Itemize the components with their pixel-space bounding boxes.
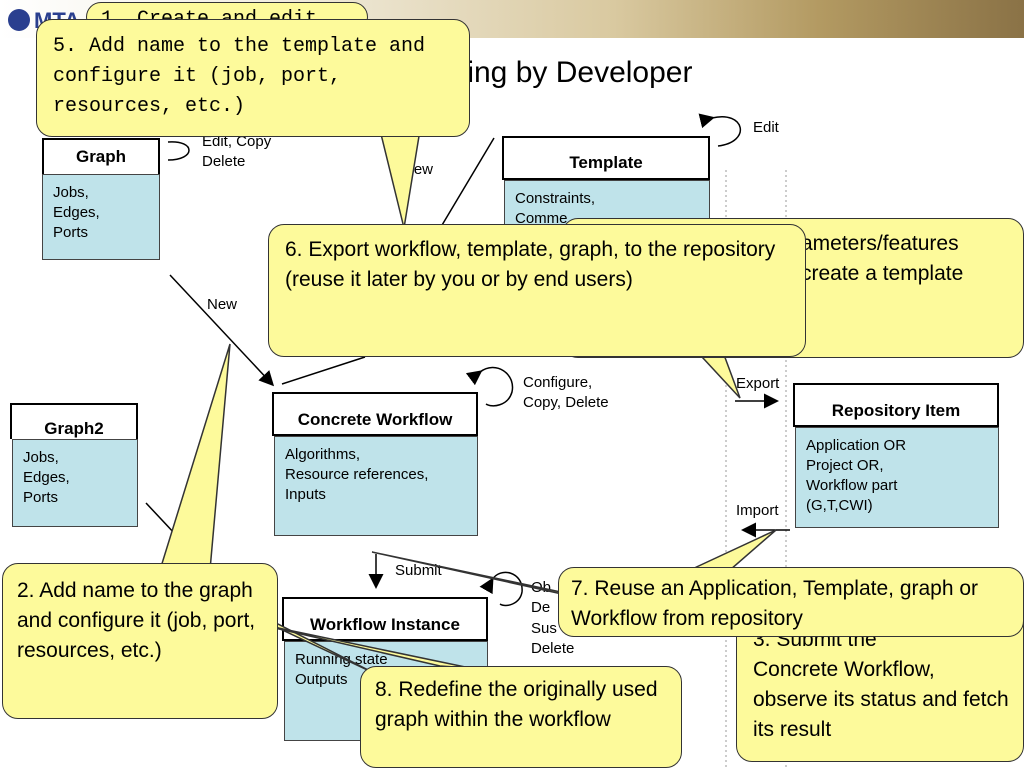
graph-loop-arrow <box>167 141 190 161</box>
concrete-workflow-entity-title: Concrete Workflow <box>272 392 478 436</box>
label-configure-copy-delete: Configure, Copy, Delete <box>523 374 609 411</box>
label-edit-copy-delete: Edit, Copy Delete <box>202 133 272 170</box>
callout-2: 2. Add name to the graph and configure i… <box>2 563 278 719</box>
graph2-entity-title: Graph2 <box>10 403 138 439</box>
label-import: Import <box>736 502 779 519</box>
page-title: lling by Developer <box>454 56 693 89</box>
graph2-entity-body: Jobs, Edges, Ports <box>12 439 138 527</box>
pointer-c7 <box>689 529 777 571</box>
pointer-c2 <box>158 343 231 571</box>
repository-item-entity-body: Application OR Project OR, Workflow part… <box>795 427 999 528</box>
workflow-instance-entity-title: Workflow Instance <box>282 597 488 641</box>
template-edit-loop <box>698 113 742 147</box>
callout-6: 6. Export workflow, template, graph, to … <box>268 224 806 357</box>
new-left-arrow <box>169 274 275 387</box>
configure-loop <box>465 366 514 407</box>
concrete-workflow-entity-body: Algorithms, Resource references, Inputs <box>274 436 478 536</box>
template-to-workflow-line <box>281 356 366 385</box>
graph-entity-body: Jobs, Edges, Ports <box>42 174 160 260</box>
label-submit: Submit <box>395 562 442 579</box>
label-export: Export <box>736 375 780 392</box>
label-new-left: New <box>207 296 238 313</box>
graph-entity-title: Graph <box>42 138 160 174</box>
graph2-line <box>145 502 177 536</box>
callout-7: 7. Reuse an Application, Template, graph… <box>558 567 1024 637</box>
label-suspend-delete: Sus Delete <box>531 620 575 657</box>
callout-5: 5. Add name to the template and configur… <box>36 19 470 137</box>
repository-item-entity-title: Repository Item <box>793 383 999 427</box>
callout-8: 8. Redefine the originally used graph wi… <box>360 666 682 768</box>
template-entity-title: Template <box>502 136 710 180</box>
observe-loop <box>479 571 523 607</box>
logo-icon <box>8 9 30 31</box>
label-edit: Edit <box>753 119 779 136</box>
pointer-c5 <box>379 129 421 229</box>
label-de: De <box>531 599 551 616</box>
